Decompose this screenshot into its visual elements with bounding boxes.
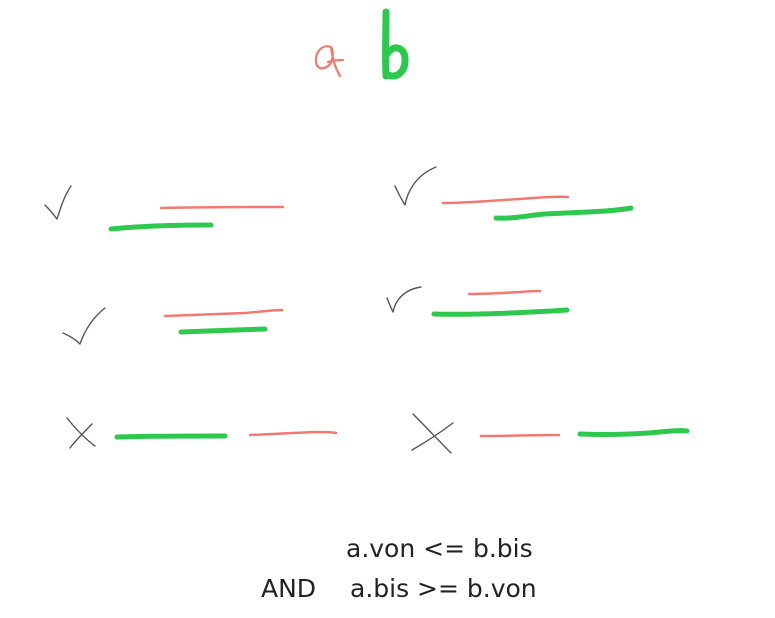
interval-b [178, 326, 268, 335]
interval-a [467, 289, 542, 296]
formula-line-2: a.bis >= b.von [350, 574, 537, 603]
interval-a [159, 205, 285, 210]
interval-b [493, 205, 634, 221]
interval-b [108, 222, 214, 232]
case-2 [394, 166, 634, 221]
interval-a [441, 195, 570, 205]
cross-mark [411, 413, 454, 454]
interval-a [479, 433, 561, 438]
case-5 [66, 417, 338, 449]
interval-b [431, 307, 570, 317]
formula-line-1: a.von <= b.bis [346, 534, 533, 563]
interval-a [248, 430, 338, 437]
interval-b [114, 433, 228, 440]
case-4 [386, 286, 570, 317]
legend-b: b [382, 8, 409, 80]
cross-mark [66, 417, 96, 449]
check-mark [62, 307, 106, 345]
legend-a: a [314, 45, 345, 78]
check-mark [44, 185, 72, 220]
formula-and-keyword: AND [261, 574, 317, 603]
interval-b [577, 428, 690, 437]
case-6 [411, 413, 690, 454]
check-mark [394, 166, 437, 206]
case-1 [44, 185, 285, 232]
case-3 [62, 307, 284, 345]
interval-a [163, 308, 284, 318]
check-mark [386, 286, 422, 313]
